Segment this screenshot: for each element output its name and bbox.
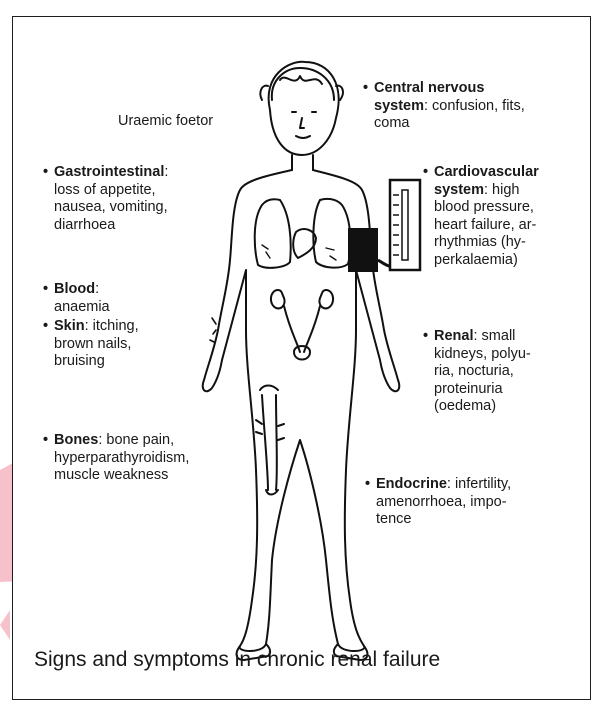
figure-caption: Signs and symptoms in chronic renal fail… [34,648,440,672]
endo-line-2: amenorrhoea, impo- [376,494,507,510]
renal-line-1: : small [474,328,516,344]
cv-title: Cardiovascular [434,164,539,180]
cv-line-1: : high [484,182,519,198]
label-endocrine: • Endocrine: infertility, amenorrhoea, i… [376,476,586,529]
label-blood: • Blood: anaemia [54,281,204,316]
label-skin: • Skin: itching, brown nails, bruising [54,318,204,371]
cns-title: Central nervous [374,80,484,96]
label-gastrointestinal: • Gastrointestinal: loss of appetite, na… [54,164,224,234]
blood-line-1: anaemia [54,299,110,315]
cv-line-3: heart failure, ar- [434,217,536,233]
cv-line-5: perkalaemia) [434,252,518,268]
bone-spurs [256,420,284,440]
femur-bone [260,386,278,495]
endo-line-1: : infertility, [447,476,511,492]
skin-line-3: bruising [54,353,105,369]
skin-line-1: : itching, [85,318,139,334]
cv-line-4: rhythmias (hy- [434,234,526,250]
gi-title: Gastrointestinal [54,164,164,180]
bullet: • [43,281,48,299]
bp-monitor [348,180,420,272]
bullet: • [363,80,368,98]
renal-line-3: ria, nocturia, [434,363,514,379]
bullet: • [43,432,48,450]
skin-title: Skin [54,318,85,334]
blood-title: Blood [54,281,95,297]
bp-mercury [402,190,408,260]
bones-line-3: muscle weakness [54,467,168,483]
gi-line-2: nausea, vomiting, [54,199,168,215]
label-cardiovascular: • Cardiovascular system: high blood pres… [434,164,584,269]
gi-colon: : [164,164,168,180]
bullet: • [365,476,370,494]
endo-line-3: tence [376,511,411,527]
endo-title: Endocrine [376,476,447,492]
renal-title: Renal [434,328,474,344]
renal-line-2: kidneys, polyu- [434,346,531,362]
renal-line-5: (oedema) [434,398,496,414]
bullet: • [43,164,48,182]
gi-line-3: diarrhoea [54,217,115,233]
cv-title-2: system [434,182,484,198]
blood-colon: : [95,281,99,297]
cns-text-2: coma [374,115,409,131]
label-bones: • Bones: bone pain, hyperparathyroidism,… [54,432,244,485]
label-central-nervous: • Central nervous system: confusion, fit… [374,80,584,133]
cv-line-2: blood pressure, [434,199,534,215]
gi-line-1: loss of appetite, [54,182,156,198]
bladder [294,346,310,360]
cns-title-2: system [374,98,424,114]
left-lung [255,199,291,268]
face [292,112,316,138]
neck [292,155,313,170]
bullet: • [423,164,428,182]
bones-line-2: hyperparathyroidism, [54,450,189,466]
bones-line-1: : bone pain, [98,432,174,448]
uraemic-foetor-text: Uraemic foetor [118,113,213,129]
bones-title: Bones [54,432,98,448]
left-kidney [271,290,285,308]
skin-line-2: brown nails, [54,336,131,352]
cns-text: : confusion, fits, [424,98,525,114]
label-uraemic-foetor: Uraemic foetor [118,113,213,131]
bp-cuff [348,228,378,272]
renal-line-4: proteinuria [434,381,503,397]
bullet: • [423,328,428,346]
bullet: • [43,318,48,336]
label-renal: • Renal: small kidneys, polyu- ria, noct… [434,328,584,416]
right-kidney [319,290,333,308]
